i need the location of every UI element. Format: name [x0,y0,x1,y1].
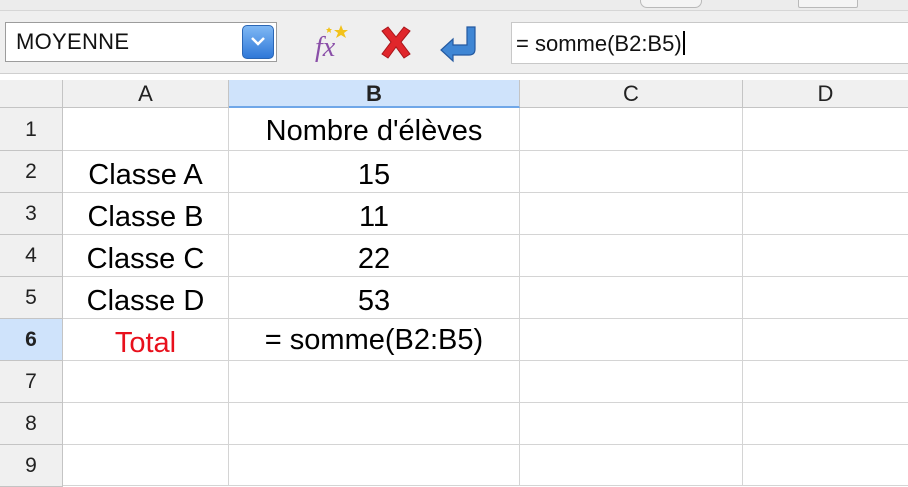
row-header-8[interactable]: 8 [0,403,63,445]
cell-c8[interactable] [520,403,743,445]
svg-text:fx: fx [315,32,336,63]
cell-a6[interactable]: Total [63,319,229,361]
cell-c2[interactable] [520,151,743,193]
column-header-d[interactable]: D [743,80,908,108]
text-caret [682,31,685,55]
cancel-button[interactable] [376,23,416,63]
cell-b7[interactable] [229,361,520,403]
row-header-6[interactable]: 6 [0,319,63,361]
cell-b6[interactable]: = somme(B2:B5) [229,319,520,361]
row-header-5[interactable]: 5 [0,277,63,319]
formula-input[interactable]: = somme(B2:B5) [511,22,908,64]
toolbar-control-edge [640,0,702,8]
formula-text: = somme(B2:B5) [516,31,685,57]
cell-c4[interactable] [520,235,743,277]
column-header-c[interactable]: C [520,80,743,108]
accept-icon [440,26,476,63]
cell-c3[interactable] [520,193,743,235]
cell-b8[interactable] [229,403,520,445]
cell-a9[interactable] [63,445,229,486]
chevron-down-icon [251,37,265,46]
cell-d3[interactable] [743,193,908,235]
cell-b4[interactable]: 22 [229,235,520,277]
cell-c1[interactable] [520,108,743,151]
name-box-dropdown-button[interactable] [242,25,274,59]
cell-c5[interactable] [520,277,743,319]
cell-b3[interactable]: 11 [229,193,520,235]
column-header-b[interactable]: B [229,80,520,108]
name-box-value: MOYENNE [16,29,130,54]
row-header-2[interactable]: 2 [0,151,63,193]
cell-d6[interactable] [743,319,908,361]
accept-button[interactable] [437,23,477,63]
toolbar-control-edge [798,0,858,8]
cell-d1[interactable] [743,108,908,151]
cell-a4[interactable]: Classe C [63,235,229,277]
cell-d2[interactable] [743,151,908,193]
cell-c7[interactable] [520,361,743,403]
name-box[interactable]: MOYENNE [5,22,277,62]
cell-d7[interactable] [743,361,908,403]
column-header-a[interactable]: A [63,80,229,108]
row-header-7[interactable]: 7 [0,361,63,403]
cell-b2[interactable]: 15 [229,151,520,193]
cell-c6[interactable] [520,319,743,361]
cell-c9[interactable] [520,445,743,486]
cell-a7[interactable] [63,361,229,403]
cell-b1[interactable]: Nombre d'élèves [229,108,520,151]
cell-d8[interactable] [743,403,908,445]
cell-d9[interactable] [743,445,908,486]
function-wizard-icon: fx [315,25,348,63]
cell-a3[interactable]: Classe B [63,193,229,235]
row-header-4[interactable]: 4 [0,235,63,277]
function-wizard-button[interactable]: fx [311,23,351,63]
cell-a5[interactable]: Classe D [63,277,229,319]
cell-a1[interactable] [63,108,229,151]
cell-a2[interactable]: Classe A [63,151,229,193]
cell-a8[interactable] [63,403,229,445]
cell-b9[interactable] [229,445,520,486]
cell-d5[interactable] [743,277,908,319]
toolbar-edge [0,0,908,11]
formula-bar: MOYENNE fx = somme(B2:B5) [0,11,908,74]
cell-d4[interactable] [743,235,908,277]
row-header-9[interactable]: 9 [0,445,63,487]
cancel-icon [381,26,411,59]
cell-b5[interactable]: 53 [229,277,520,319]
row-header-1[interactable]: 1 [0,108,63,151]
select-all-corner[interactable] [0,80,63,108]
row-header-3[interactable]: 3 [0,193,63,235]
